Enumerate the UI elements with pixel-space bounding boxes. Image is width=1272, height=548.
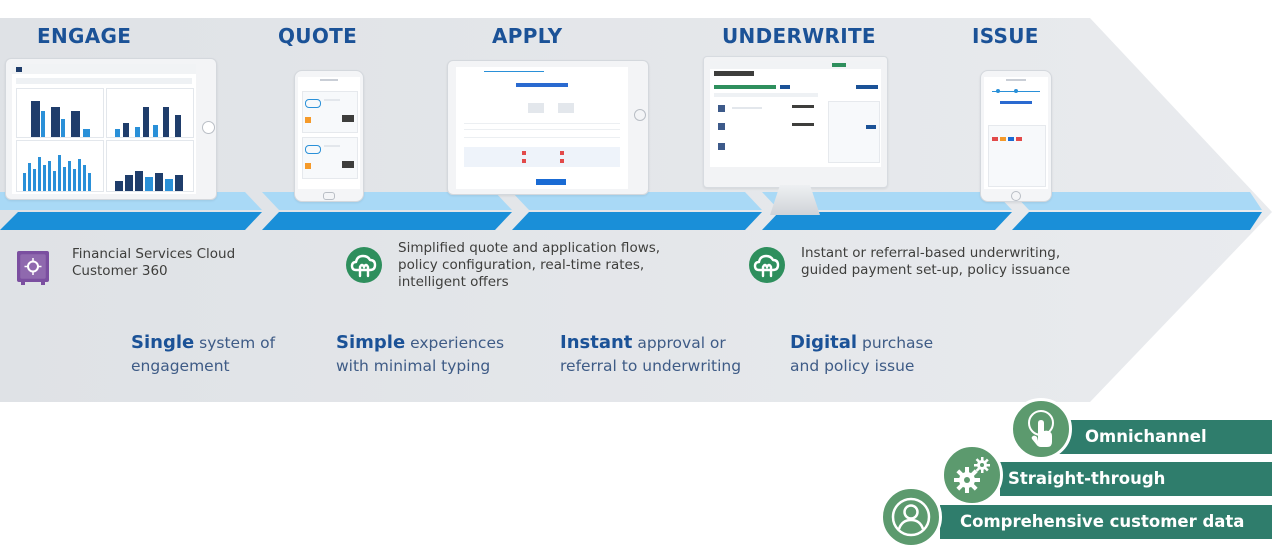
kpi-simple: Simple experiences with minimal typing	[336, 332, 505, 375]
cloud-icon	[346, 247, 382, 283]
issue-phone-mockup	[980, 70, 1052, 202]
stage-title-engage: ENGAGE	[37, 24, 132, 48]
info-quote-apply-text: Simplified quote and application flows, …	[398, 240, 661, 290]
dashboard-screen	[12, 64, 196, 194]
stage-title-issue: ISSUE	[972, 24, 1039, 48]
badge-straight-through-processing: Straight-through Processing	[1000, 462, 1272, 522]
kpi-instant: Instant approval or referral to underwri…	[560, 332, 742, 375]
apply-tablet-mockup	[447, 60, 649, 195]
info-underwrite-text: Instant or referral-based underwriting, …	[801, 245, 1071, 278]
kpi-single: Single system of engagement	[131, 332, 276, 375]
vault-icon	[17, 251, 49, 285]
kpi-digital: Digital purchase and policy issue	[790, 332, 934, 375]
stage-title-apply: APPLY	[492, 24, 563, 48]
stage-title-underwrite: UNDERWRITE	[722, 24, 876, 48]
process-band	[0, 192, 1262, 230]
stage-title-quote: QUOTE	[278, 24, 358, 48]
underwrite-monitor-mockup	[703, 56, 888, 215]
info-fsc-text: Financial Services Cloud Customer 360	[72, 246, 236, 279]
gears-icon	[941, 444, 1003, 506]
engage-tablet-mockup	[5, 58, 217, 200]
tablet-home-button	[202, 121, 215, 134]
badge-comprehensive-customer-data: Comprehensive customer data	[940, 505, 1272, 539]
user-icon	[880, 486, 942, 548]
touch-hand-icon	[1010, 398, 1072, 460]
badge-omnichannel: Omnichannel	[1045, 420, 1272, 454]
cloud-icon	[749, 247, 785, 283]
quote-phone-mockup	[294, 70, 364, 202]
